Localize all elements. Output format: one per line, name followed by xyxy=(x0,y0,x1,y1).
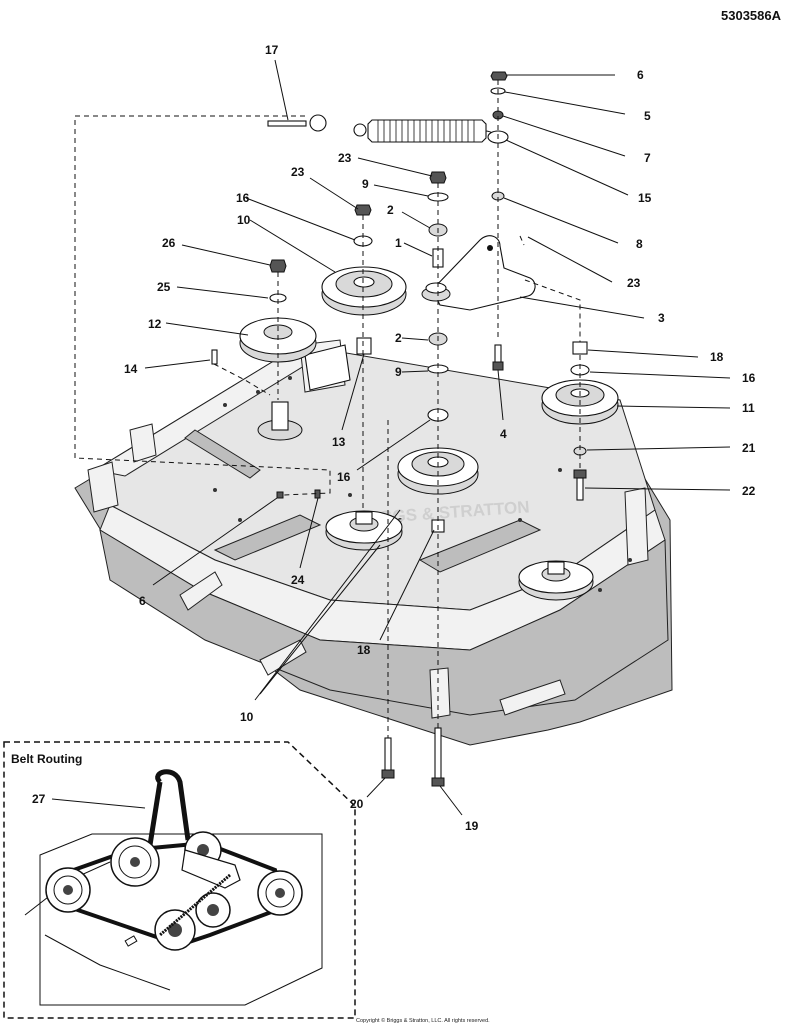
callout-23-b: 23 xyxy=(291,165,305,179)
callout-5: 5 xyxy=(644,109,651,123)
callout-17: 17 xyxy=(265,43,279,57)
callout-10-top: 10 xyxy=(237,213,251,227)
copyright-text: Copyright © Briggs & Stratton, LLC. All … xyxy=(356,1017,490,1024)
callout-26: 26 xyxy=(162,236,176,250)
callout-18-low: 18 xyxy=(357,643,371,657)
key-14 xyxy=(211,349,218,365)
callout-2-top: 2 xyxy=(387,203,394,217)
callout-16-mid: 16 xyxy=(337,470,351,484)
callout-13: 13 xyxy=(332,435,346,449)
callout-8: 8 xyxy=(636,237,643,251)
callout-25: 25 xyxy=(157,280,171,294)
idler-bracket xyxy=(304,344,351,391)
callout-7: 7 xyxy=(644,151,651,165)
idler-arm xyxy=(421,235,536,311)
spacer-13 xyxy=(356,337,372,355)
callout-23-right: 23 xyxy=(627,276,641,290)
callout-20: 20 xyxy=(350,797,364,811)
callout-9-top: 9 xyxy=(362,177,369,191)
callout-6-top: 6 xyxy=(637,68,644,82)
callout-6-low: 6 xyxy=(139,594,146,608)
callout-27: 27 xyxy=(32,792,46,806)
callout-11: 11 xyxy=(742,401,755,415)
bolt-19 xyxy=(431,727,445,787)
callout-1: 1 xyxy=(395,236,402,250)
callout-15: 15 xyxy=(638,191,652,205)
callout-2-mid: 2 xyxy=(395,331,402,345)
callout-12: 12 xyxy=(148,317,162,331)
idler-pulley-upper xyxy=(321,266,407,316)
callout-3: 3 xyxy=(658,311,665,325)
callouts: 17 6 5 7 15 23 9 23 8 2 16 10 1 23 26 25… xyxy=(124,43,756,833)
callout-4: 4 xyxy=(500,427,507,441)
belt-routing-title: Belt Routing xyxy=(11,752,82,766)
callout-21: 21 xyxy=(742,441,756,455)
callout-14: 14 xyxy=(124,362,138,376)
spindle-pulley-right xyxy=(518,560,594,601)
belt-routing-inset: Belt Routing 27 Copyright © Brig xyxy=(3,741,490,1024)
nut-6-low xyxy=(276,491,284,499)
callout-9-mid: 9 xyxy=(395,365,402,379)
callout-19: 19 xyxy=(465,819,479,833)
callout-23-a: 23 xyxy=(338,151,352,165)
assembly-lines xyxy=(74,80,581,738)
callout-22: 22 xyxy=(742,484,756,498)
mower-deck: BRIGGS & STRATTON xyxy=(74,339,673,746)
tension-spring xyxy=(353,119,498,143)
spindle-left-gearbox xyxy=(257,401,303,441)
callout-24: 24 xyxy=(291,573,305,587)
shoulder-bolt xyxy=(492,344,504,371)
leader-lines xyxy=(144,59,731,816)
spindle-pulley-left xyxy=(325,510,403,551)
callout-16-right: 16 xyxy=(742,371,756,385)
document-id: 5303586A xyxy=(721,8,781,23)
callout-18-right: 18 xyxy=(710,350,724,364)
spring-hook xyxy=(267,114,327,132)
drive-pulley-12 xyxy=(239,317,317,363)
callout-10-low: 10 xyxy=(240,710,254,724)
callout-16-left: 16 xyxy=(236,191,250,205)
bolt-20 xyxy=(381,737,395,779)
